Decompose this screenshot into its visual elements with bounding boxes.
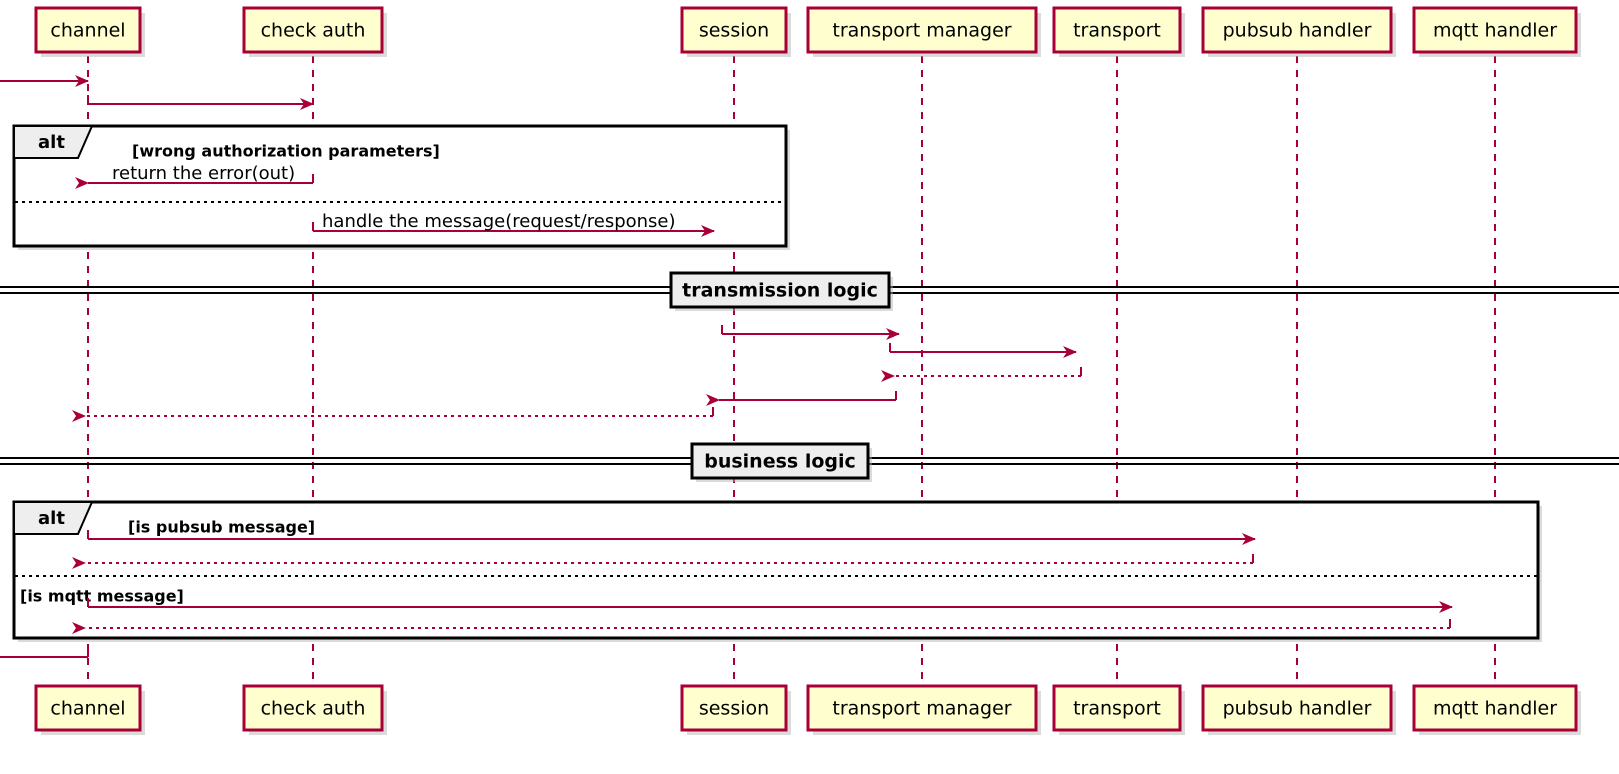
frame-guard-label-1: [is mqtt message] <box>20 587 184 606</box>
participant-box[interactable] <box>806 6 1038 54</box>
participant-box[interactable] <box>1412 6 1578 54</box>
message-m9 <box>72 407 714 422</box>
divider-label: transmission logic <box>682 280 878 302</box>
message-m12 <box>87 598 1453 613</box>
message-m13 <box>72 619 1451 634</box>
participant-label: session <box>699 698 769 720</box>
frame-guard-label-0: [wrong authorization parameters] <box>132 142 440 161</box>
frame-body <box>12 500 1540 640</box>
participant-label: mqtt handler <box>1433 20 1557 42</box>
frame-guard-label-0: [is pubsub message] <box>128 518 315 537</box>
message-m6 <box>889 343 1077 358</box>
participant-bottom-transport-manager[interactable]: transport manager <box>806 684 1041 735</box>
participant-label: transport manager <box>832 698 1011 720</box>
participant-box[interactable] <box>1052 6 1182 54</box>
divider-box <box>669 271 891 309</box>
participant-bottom-transport[interactable]: transport <box>1052 684 1185 735</box>
divider-box <box>690 442 870 480</box>
message-m11 <box>72 554 1254 569</box>
participant-box[interactable] <box>34 6 142 54</box>
message-m4: handle the message(request/response) <box>312 211 715 237</box>
participant-top-transport-manager[interactable]: transport manager <box>806 6 1041 57</box>
participant-label: session <box>699 20 769 42</box>
message-label: return the error(out) <box>112 163 295 184</box>
dividers-layer: transmission logic business logic <box>0 271 1619 482</box>
participant-bottom-channel[interactable]: channel <box>34 684 145 735</box>
participant-label: channel <box>50 20 125 42</box>
message-m1 <box>0 75 89 87</box>
participant-box[interactable] <box>806 684 1038 732</box>
message-m8 <box>706 391 897 406</box>
message-m7 <box>881 367 1082 382</box>
message-m3: return the error(out) <box>75 163 314 189</box>
participant-box[interactable] <box>1412 684 1578 732</box>
frame-operator-tab <box>13 125 94 159</box>
participant-bottom-pubsub-handler[interactable]: pubsub handler <box>1201 684 1396 735</box>
participant-box[interactable] <box>34 684 142 732</box>
participant-label: pubsub handler <box>1223 20 1372 42</box>
participant-label: mqtt handler <box>1433 698 1557 720</box>
participant-box[interactable] <box>680 684 788 732</box>
participant-top-transport[interactable]: transport <box>1052 6 1185 57</box>
message-m2 <box>87 95 314 110</box>
participant-box[interactable] <box>242 6 384 54</box>
divider-label: business logic <box>704 451 856 473</box>
participant-bottom-mqtt-handler[interactable]: mqtt handler <box>1412 684 1581 735</box>
participant-box[interactable] <box>242 684 384 732</box>
frame-operator-label: alt <box>38 132 65 153</box>
frame-body <box>12 124 788 248</box>
divider-divider-transmission: transmission logic <box>0 271 1619 311</box>
message-label: handle the message(request/response) <box>322 211 676 232</box>
participant-label: transport <box>1073 698 1161 720</box>
participant-label: transport manager <box>832 20 1011 42</box>
frame-alt-message-type: alt [is pubsub message] [is mqtt message] <box>12 500 1542 642</box>
frames-layer: alt [wrong authorization parameters] alt [i… <box>12 124 1542 642</box>
message-m5 <box>721 325 900 340</box>
participant-top-channel[interactable]: channel <box>34 6 145 57</box>
participant-box[interactable] <box>1201 6 1393 54</box>
participant-box[interactable] <box>1201 684 1393 732</box>
participant-label: transport <box>1073 20 1161 42</box>
participant-label: channel <box>50 698 125 720</box>
participant-label: check auth <box>261 698 366 720</box>
participant-label: pubsub handler <box>1223 698 1372 720</box>
participant-box[interactable] <box>680 6 788 54</box>
frame-operator-tab <box>13 501 94 535</box>
participant-bottom-check-auth[interactable]: check auth <box>242 684 387 735</box>
message-m14 <box>0 648 89 658</box>
participant-top-pubsub-handler[interactable]: pubsub handler <box>1201 6 1396 57</box>
participant-box[interactable] <box>1052 684 1182 732</box>
participant-top-session[interactable]: session <box>680 6 791 57</box>
divider-divider-business: business logic <box>0 442 1619 482</box>
messages-layer: return the error(out) handle the message(… <box>0 75 1453 658</box>
participants-layer: channel check auth session transport manage… <box>34 6 1581 735</box>
participant-label: check auth <box>261 20 366 42</box>
message-m10 <box>87 530 1256 545</box>
frame-operator-label: alt <box>38 508 65 529</box>
participant-top-mqtt-handler[interactable]: mqtt handler <box>1412 6 1581 57</box>
participant-bottom-session[interactable]: session <box>680 684 791 735</box>
participant-top-check-auth[interactable]: check auth <box>242 6 387 57</box>
